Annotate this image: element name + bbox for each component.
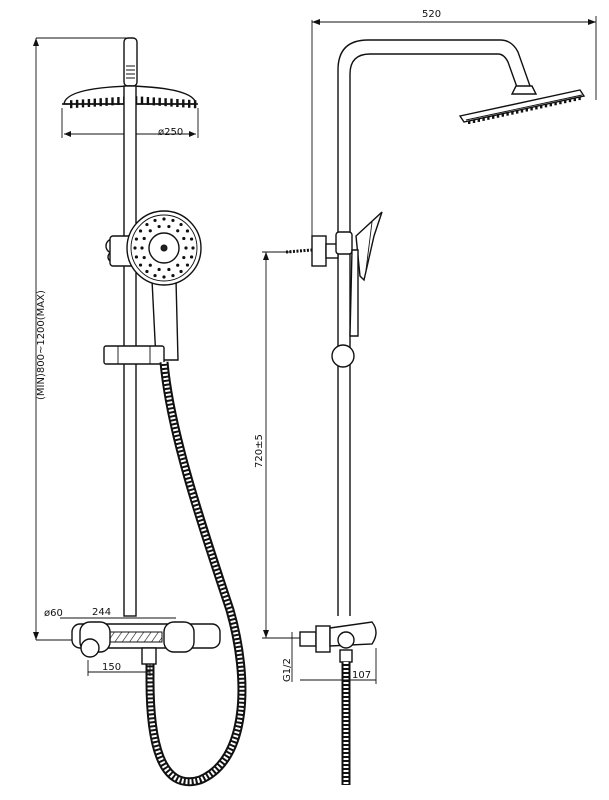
front-view: (MIN)800~1200(MAX) ø250	[33, 37, 247, 787]
valve-dimensions: ø60 244 150	[44, 607, 176, 676]
valve-width-label: 244	[92, 607, 111, 618]
outlet-height-label: 720±5	[254, 434, 265, 468]
thermostatic-valve-side	[299, 621, 377, 663]
top-cap	[123, 37, 138, 87]
slide-bar-clamp	[103, 345, 165, 365]
rain-shower-head-side	[458, 85, 586, 124]
valve-centers-label: 150	[102, 662, 121, 673]
pipe-diameter-label: ø60	[44, 608, 63, 619]
head-diameter-label: ø250	[158, 127, 183, 138]
side-valve-dimensions: G1/2 107	[282, 632, 377, 684]
height-range-label: (MIN)800~1200(MAX)	[36, 290, 47, 400]
riser-pipe-side	[337, 39, 531, 616]
flexible-hose-front	[145, 361, 247, 787]
depth-label: 107	[352, 670, 371, 681]
hand-shower-front	[126, 210, 202, 361]
side-view: 520	[254, 9, 597, 785]
height-dimension: (MIN)800~1200(MAX)	[33, 37, 128, 641]
thread-label: G1/2	[282, 658, 293, 682]
wall-bracket-side	[285, 235, 339, 267]
arm-reach-label: 520	[422, 9, 441, 20]
hand-shower-side	[331, 211, 383, 368]
arm-reach-dimension: 520	[311, 9, 597, 250]
thermostatic-valve-front	[71, 621, 221, 665]
outlet-height-dimension: 720±5	[254, 251, 300, 639]
